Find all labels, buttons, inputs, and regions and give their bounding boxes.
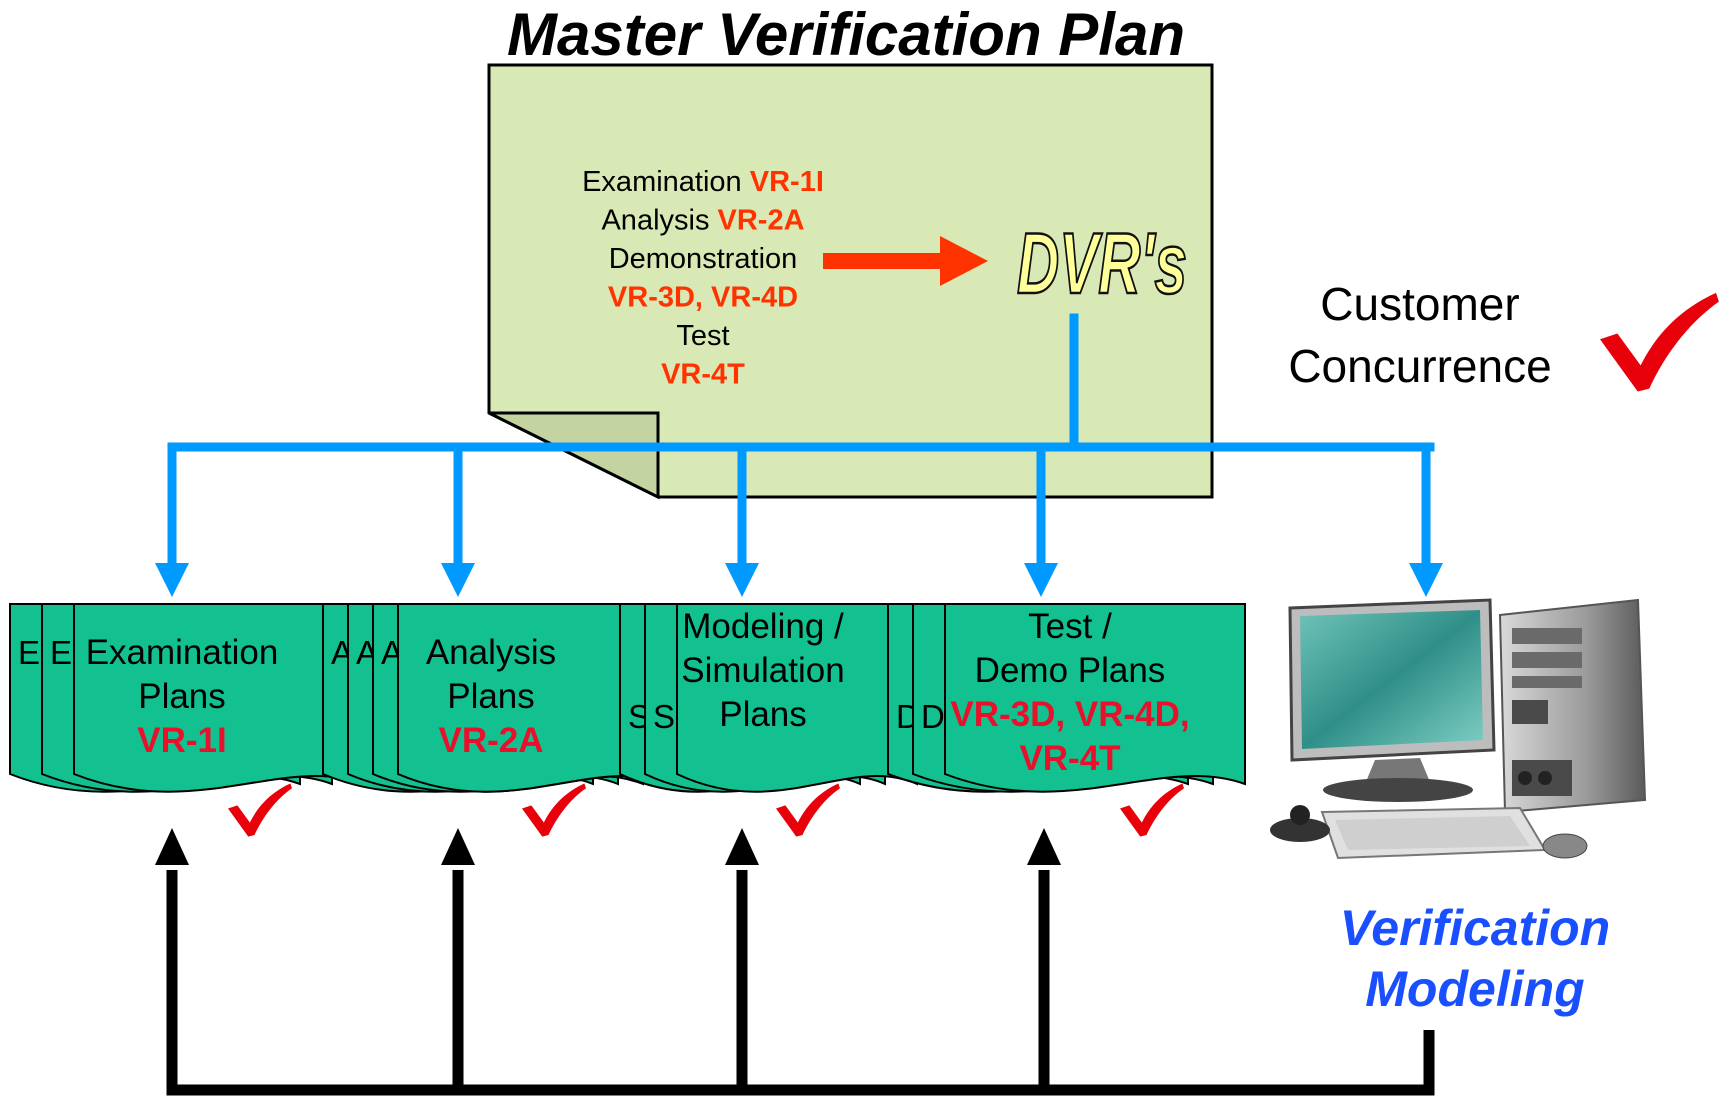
method-label: Analysis xyxy=(601,205,717,237)
master-verification-plan-document xyxy=(487,63,1214,500)
dvrs-label: DVR's xyxy=(1017,216,1187,312)
plan-code: VR-4T xyxy=(1019,739,1120,778)
plan-title-line: Examination xyxy=(86,633,279,672)
red-checkmark-icon xyxy=(1120,783,1184,837)
blue-arrowheads xyxy=(155,563,1443,597)
plan-back-label: E xyxy=(18,634,40,671)
master-doc-line: Analysis VR-2A xyxy=(601,205,804,237)
red-checkmark-icon xyxy=(228,783,292,837)
red-checkmark-icon xyxy=(776,783,840,837)
plan-title-line: Plans xyxy=(447,677,535,716)
desktop-computer-icon xyxy=(1270,598,1647,860)
blue-connectors xyxy=(167,313,1435,570)
plan-code: VR-2A xyxy=(438,721,543,760)
plan-back-label: S xyxy=(653,698,675,735)
method-label: Demonstration xyxy=(609,243,798,275)
black-arrowheads xyxy=(155,828,1061,865)
red-checkmark-icon xyxy=(522,783,586,837)
red-arrow xyxy=(823,236,988,286)
plan-title-line: Plans xyxy=(719,695,807,734)
red-checkmark-icon xyxy=(1600,292,1719,392)
plan-back-label: D xyxy=(921,698,945,735)
verification-code: VR-3D, VR-4D xyxy=(608,282,798,314)
master-doc-lines: Examination VR-1I Analysis VR-2A Demonstra… xyxy=(582,166,824,391)
master-doc-line: Test xyxy=(676,320,729,352)
plan-title-line: Simulation xyxy=(681,651,844,690)
plan-title-line: Plans xyxy=(138,677,226,716)
verification-modeling-line1: Verification xyxy=(1340,900,1610,956)
plan-title-line: Demo Plans xyxy=(975,651,1166,690)
verification-modeling-label: Verification Modeling xyxy=(1340,900,1610,1017)
master-doc-line: VR-3D, VR-4D xyxy=(608,282,798,314)
plan-title-line: Modeling / xyxy=(682,607,844,646)
black-feedback-connectors xyxy=(166,870,1435,1096)
plan-title-line: Analysis xyxy=(426,633,556,672)
verification-code: VR-2A xyxy=(718,205,805,237)
verification-code: VR-1I xyxy=(750,166,824,198)
plan-title-line: Test / xyxy=(1028,607,1112,646)
diagram-title: Master Verification Plan xyxy=(507,1,1185,68)
master-doc-line: VR-4T xyxy=(661,359,745,391)
method-label: Test xyxy=(676,320,729,352)
verification-code: VR-4T xyxy=(661,359,745,391)
master-doc-line: Demonstration xyxy=(609,243,798,275)
plan-back-label: E xyxy=(50,634,72,671)
plan-front-sheet xyxy=(944,603,1246,793)
plan-code: VR-3D, VR-4D, xyxy=(950,695,1189,734)
customer-concurrence-line2: Concurrence xyxy=(1288,340,1551,392)
customer-concurrence: Customer Concurrence xyxy=(1288,278,1551,392)
customer-concurrence-line1: Customer xyxy=(1320,278,1519,330)
master-doc-line: Examination VR-1I xyxy=(582,166,824,198)
plan-code: VR-1I xyxy=(137,721,226,760)
verification-modeling-line2: Modeling xyxy=(1365,961,1584,1017)
method-label: Examination xyxy=(582,166,750,198)
